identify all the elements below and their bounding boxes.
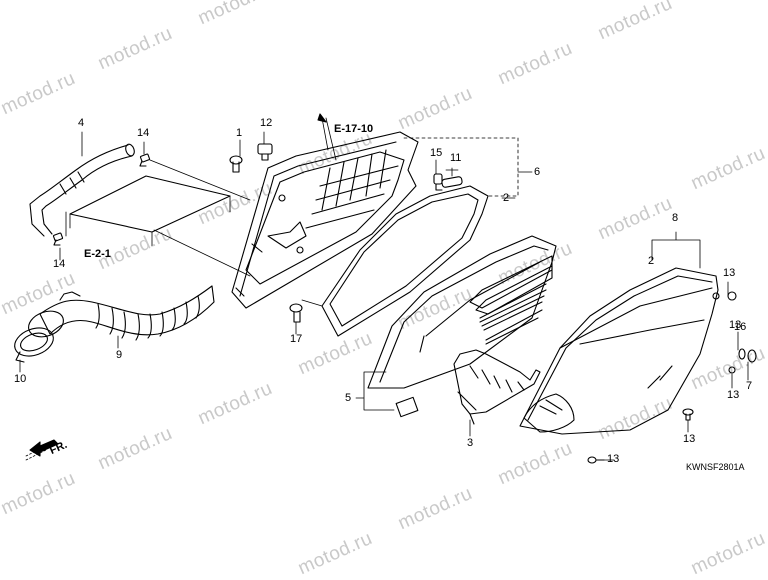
part-number: 14	[53, 258, 66, 270]
part-number: 13	[727, 389, 740, 401]
tube-band	[14, 327, 54, 363]
drawing-code: KWNSF2801A	[686, 462, 745, 472]
small-clamp	[433, 173, 443, 191]
hose-clip	[139, 153, 151, 167]
part-number: 10	[14, 373, 27, 385]
part-number: 6	[534, 166, 541, 178]
reference-label-e17: E-17-10	[334, 123, 374, 135]
part-number: 13	[683, 433, 696, 445]
part-number: 12	[260, 117, 273, 129]
part-number: 8	[672, 212, 679, 224]
part-number: 13	[607, 453, 620, 465]
part-number: 13	[729, 319, 742, 331]
part-number: 5	[345, 392, 352, 404]
part-number: 15	[430, 147, 443, 159]
case-cover	[519, 267, 737, 435]
tube-band	[28, 310, 64, 338]
air-funnel	[453, 349, 541, 425]
part-number: 11	[450, 152, 462, 164]
part-number: 13	[723, 267, 736, 279]
part-number: 14	[137, 127, 150, 139]
cover-fitting	[738, 348, 757, 363]
part-number: 9	[116, 349, 123, 361]
part-number: 7	[746, 380, 753, 392]
air-element	[367, 235, 557, 418]
connecting-tube	[39, 285, 215, 341]
part-number: 17	[290, 333, 303, 345]
drain-plug	[441, 167, 463, 188]
grommet-nut	[257, 143, 273, 161]
part-number: 16	[734, 321, 747, 333]
screw	[682, 408, 694, 421]
screw	[587, 456, 605, 464]
bolt	[229, 155, 243, 173]
part-number: 4	[78, 117, 85, 129]
part-number: 3	[467, 437, 474, 449]
reference-label-e2: E-2-1	[84, 248, 111, 260]
part-number: 2	[648, 255, 655, 267]
part-number: 2	[503, 192, 510, 204]
air-cleaner-case	[231, 131, 419, 309]
breather-hose	[29, 143, 135, 237]
hose-clip	[52, 232, 64, 246]
part-number: 1	[236, 127, 243, 139]
seal-gasket	[301, 185, 489, 337]
screw	[289, 303, 303, 323]
